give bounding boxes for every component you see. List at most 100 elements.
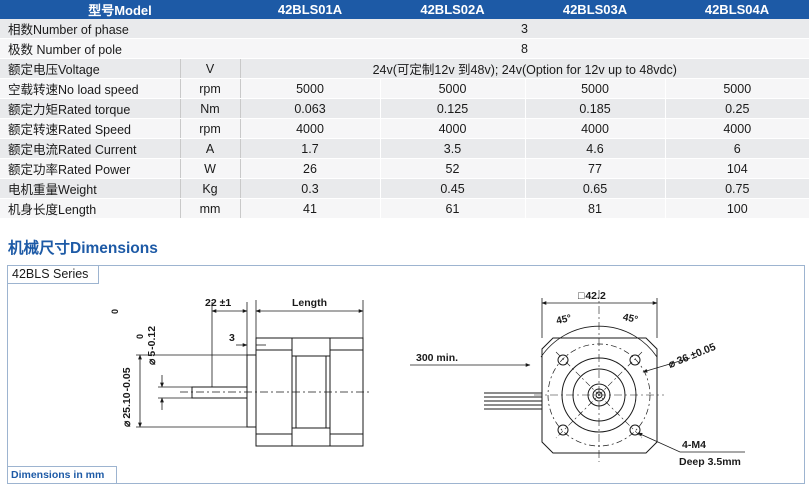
value-cell: 0.45 xyxy=(380,178,526,199)
square-size-label: □42.2 xyxy=(578,290,606,302)
unit-cell: V xyxy=(179,58,241,79)
unit-cell: rpm xyxy=(179,118,241,139)
mount-hole xyxy=(629,424,641,436)
side-view xyxy=(136,300,372,447)
table-row: 相数Number of phase 3 xyxy=(0,19,809,39)
span-value: 3 xyxy=(240,19,809,39)
mount-hole xyxy=(557,354,569,366)
value-cell: 77 xyxy=(525,158,666,179)
angle-left-label: 45° xyxy=(555,313,572,327)
angle-right-label: 45° xyxy=(622,312,639,326)
param-label: 额定功率Rated Power xyxy=(0,158,180,179)
table-row: 额定电压Voltage V 24v(可定制12v 到48v); 24v(Opti… xyxy=(0,58,809,79)
value-cell: 100 xyxy=(665,198,809,219)
units-note: Dimensions in mm xyxy=(7,466,117,484)
param-label: 额定电压Voltage xyxy=(0,58,180,79)
value-cell: 5000 xyxy=(240,78,381,99)
unit-cell: W xyxy=(179,158,241,179)
boss-dia-label: ⌀25.10-0.05 0 xyxy=(110,309,133,427)
motor-shaft xyxy=(191,386,248,399)
unit-cell: Nm xyxy=(179,98,241,119)
square-size-value: 42.2 xyxy=(585,290,606,302)
table-row: 电机重量Weight Kg 0.3 0.45 0.65 0.75 xyxy=(0,178,809,199)
boss-dia-tol: -0.05 xyxy=(121,367,133,391)
value-cell: 26 xyxy=(240,158,381,179)
pcd-leader xyxy=(642,357,691,373)
value-cell: 6 xyxy=(665,138,809,159)
holes-label: 4-M4 xyxy=(682,439,706,451)
value-cell: 0.185 xyxy=(525,98,666,119)
model-col-2: 42BLS02A xyxy=(380,0,525,19)
dia-symbol: ⌀ xyxy=(121,420,133,427)
spec-table: 型号Model 42BLS01A 42BLS02A 42BLS03A 42BLS… xyxy=(0,0,809,219)
value-cell: 0.3 xyxy=(240,178,381,199)
model-col-3: 42BLS03A xyxy=(525,0,665,19)
param-label: 额定转速Rated Speed xyxy=(0,118,180,139)
holes-leader xyxy=(637,432,745,453)
front-view xyxy=(410,290,745,462)
value-cell: 104 xyxy=(665,158,809,179)
value-cell: 61 xyxy=(380,198,526,219)
unit-cell: Kg xyxy=(179,178,241,199)
boss-length-label: 3 xyxy=(229,332,235,344)
value-cell: 5000 xyxy=(380,78,526,99)
boss-dia-zero: 0 xyxy=(110,309,120,314)
param-label: 额定电流Rated Current xyxy=(0,138,180,159)
value-cell: 4000 xyxy=(240,118,381,139)
table-row: 额定力矩Rated torque Nm 0.063 0.125 0.185 0.… xyxy=(0,98,809,119)
param-label: 额定力矩Rated torque xyxy=(0,98,180,119)
dia-symbol: ⌀ xyxy=(146,358,158,365)
value-cell: 0.125 xyxy=(380,98,526,119)
param-label: 电机重量Weight xyxy=(0,178,180,199)
dimensions-title: 机械尺寸Dimensions xyxy=(8,240,158,257)
shaft-dia-label: ⌀5-0.12 0 xyxy=(135,326,158,365)
drawing-frame xyxy=(7,265,805,484)
span-value: 24v(可定制12v 到48v); 24v(Option for 12v up … xyxy=(240,58,809,79)
unit-cell: A xyxy=(179,138,241,159)
table-row: 极数 Number of pole 8 xyxy=(0,38,809,59)
mount-hole xyxy=(629,354,641,366)
table-row: 机身长度Length mm 41 61 81 100 xyxy=(0,198,809,219)
motor-boss xyxy=(246,354,257,428)
mount-hole xyxy=(557,424,569,436)
value-cell: 0.063 xyxy=(240,98,381,119)
value-cell: 5000 xyxy=(525,78,666,99)
value-cell: 81 xyxy=(525,198,666,219)
spec-header-row: 型号Model 42BLS01A 42BLS02A 42BLS03A 42BLS… xyxy=(0,0,809,19)
svg-text:⌀5-0.12: ⌀5-0.12 xyxy=(146,326,158,365)
value-cell: 0.65 xyxy=(525,178,666,199)
model-header: 型号Model xyxy=(0,0,240,19)
span-value: 8 xyxy=(240,38,809,59)
value-cell: 52 xyxy=(380,158,526,179)
value-cell: 5000 xyxy=(665,78,809,99)
value-cell: 0.25 xyxy=(665,98,809,119)
pcd-label: ⌀ 36 ±0.05 xyxy=(667,341,718,371)
body-length-label: Length xyxy=(292,297,327,309)
param-label: 极数 Number of pole xyxy=(0,38,240,59)
shaft-dia-value: 5 xyxy=(146,351,158,357)
value-cell: 0.75 xyxy=(665,178,809,199)
lead-length-label: 300 min. xyxy=(416,352,458,364)
depth-label: Deep 3.5mm xyxy=(679,456,741,468)
value-cell: 4.6 xyxy=(525,138,666,159)
shaft-dia-zero: 0 xyxy=(135,334,145,339)
model-col-1: 42BLS01A xyxy=(240,0,380,19)
table-row: 额定电流Rated Current A 1.7 3.5 4.6 6 xyxy=(0,138,809,159)
param-label: 机身长度Length xyxy=(0,198,180,219)
value-cell: 41 xyxy=(240,198,381,219)
value-cell: 4000 xyxy=(380,118,526,139)
unit-cell: mm xyxy=(179,198,241,219)
value-cell: 4000 xyxy=(525,118,666,139)
unit-cell: rpm xyxy=(179,78,241,99)
value-cell: 3.5 xyxy=(380,138,526,159)
angle-arc xyxy=(540,325,658,358)
table-row: 空载转速No load speed rpm 5000 5000 5000 500… xyxy=(0,78,809,99)
model-col-4: 42BLS04A xyxy=(665,0,809,19)
param-label: 相数Number of phase xyxy=(0,19,240,39)
square-symbol: □ xyxy=(578,290,585,302)
series-label: 42BLS Series xyxy=(7,265,99,284)
table-row: 额定转速Rated Speed rpm 4000 4000 4000 4000 xyxy=(0,118,809,139)
value-cell: 1.7 xyxy=(240,138,381,159)
svg-text:⌀25.10-0.05: ⌀25.10-0.05 xyxy=(121,367,133,427)
